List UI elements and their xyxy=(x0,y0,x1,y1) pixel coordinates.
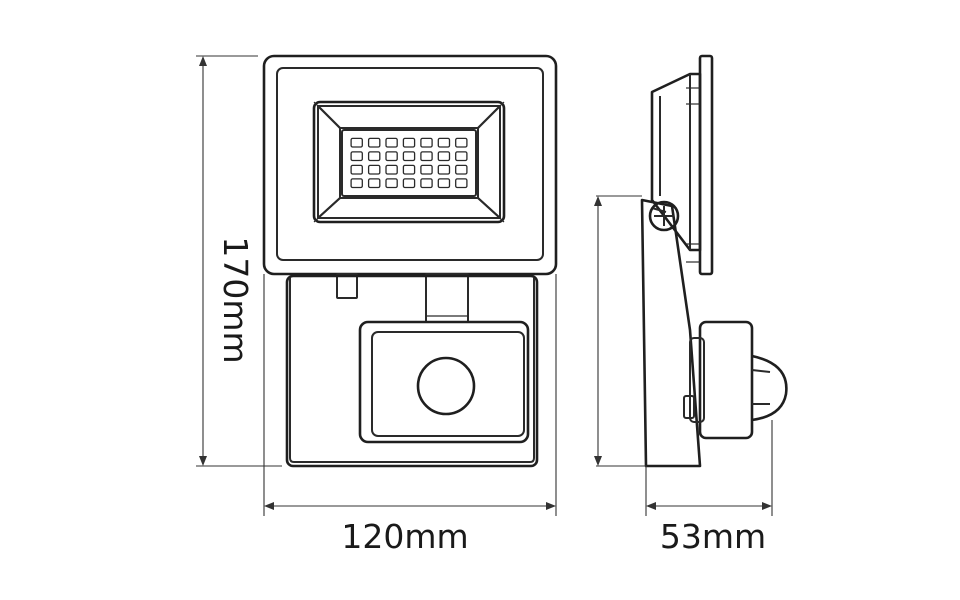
lens-bevel xyxy=(317,105,501,129)
bracket-tab xyxy=(336,273,358,299)
led-chip xyxy=(350,164,363,175)
height-label: 170mm xyxy=(216,236,255,363)
led-chip xyxy=(420,164,433,175)
width-label: 120mm xyxy=(341,517,468,556)
led-chip xyxy=(350,178,363,189)
neck-connector xyxy=(425,273,469,323)
pivot-screw xyxy=(648,200,680,232)
side-front-plate xyxy=(698,54,714,276)
led-grid xyxy=(350,137,468,189)
front-view xyxy=(262,54,558,468)
side-pir-dome xyxy=(751,354,788,422)
led-chip xyxy=(367,151,381,162)
led-chip xyxy=(437,137,451,148)
led-chip xyxy=(437,164,451,175)
side-view xyxy=(640,54,788,468)
led-chip xyxy=(420,137,433,148)
led-chip xyxy=(402,151,416,162)
sensor-housing-inner xyxy=(371,331,525,437)
led-chip xyxy=(455,151,468,162)
led-chip xyxy=(385,151,398,162)
pir-sensor-lens xyxy=(416,356,476,416)
front-housing-outer xyxy=(262,54,558,276)
led-chip xyxy=(437,178,451,189)
led-chip xyxy=(385,178,398,189)
led-chip xyxy=(350,151,363,162)
sensor-box-inner xyxy=(289,278,535,463)
led-chip xyxy=(350,137,363,148)
lens-frame-outer xyxy=(312,100,506,224)
led-chip xyxy=(455,178,468,189)
led-chip xyxy=(402,164,416,175)
sensor-housing xyxy=(358,320,530,444)
dimension-lines xyxy=(196,55,773,516)
led-chip xyxy=(367,137,381,148)
led-chip xyxy=(455,164,468,175)
led-chip xyxy=(420,178,433,189)
depth-label: 53mm xyxy=(660,517,766,556)
side-bracket xyxy=(640,198,702,468)
led-panel xyxy=(341,129,477,197)
led-chip xyxy=(385,164,398,175)
led-chip xyxy=(437,151,451,162)
led-chip xyxy=(385,137,398,148)
led-chip xyxy=(455,137,468,148)
side-sensor-module xyxy=(698,320,754,440)
led-chip xyxy=(420,151,433,162)
led-chip xyxy=(402,178,416,189)
led-chip xyxy=(367,164,381,175)
dimension-labels: 170mm 120mm 53mm xyxy=(216,236,766,556)
front-housing-inner xyxy=(276,67,544,261)
led-chip xyxy=(367,178,381,189)
led-chip xyxy=(402,137,416,148)
sensor-box-outer xyxy=(285,274,539,468)
